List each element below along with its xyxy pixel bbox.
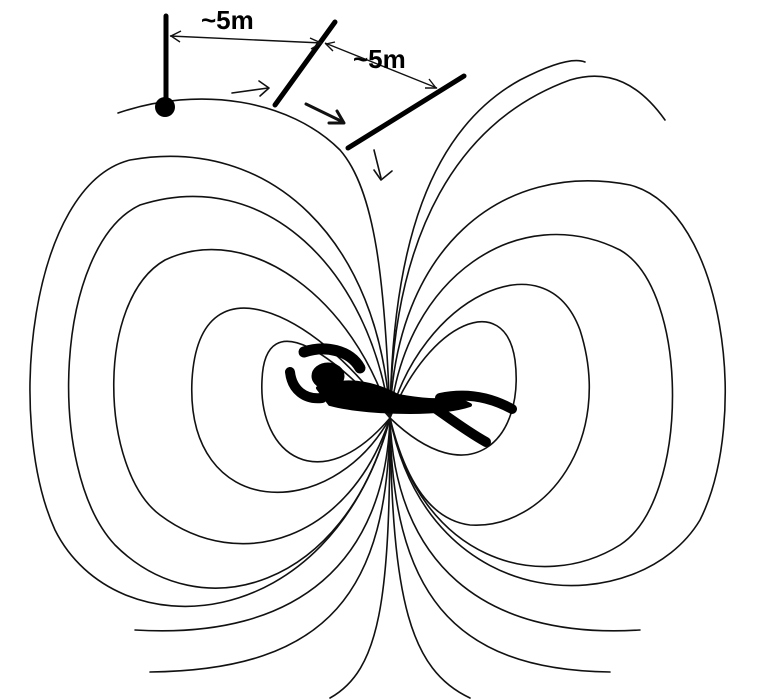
- distance-label-first: ~5m: [201, 5, 254, 35]
- field-line-bottom-right-2: [389, 417, 611, 673]
- field-line-left-3: [113, 248, 391, 545]
- field-line-bottom-left-2: [149, 417, 391, 673]
- arrow-icon: [304, 102, 346, 125]
- field-line-left-4: [67, 195, 391, 589]
- buried-person-icon: [285, 343, 517, 447]
- arrow-icon: [373, 149, 393, 181]
- field-line-right-1: [389, 321, 517, 456]
- field-line-right-5: [389, 75, 666, 419]
- antenna-position-3: [345, 73, 467, 151]
- field-line-right-3: [389, 233, 674, 568]
- distance-dimension-1: [169, 30, 323, 50]
- distance-label-second: ~5m: [353, 44, 406, 74]
- field-line-right-4: [389, 180, 726, 587]
- field-line-bottom-left-3: [329, 417, 391, 699]
- start-point-icon: [155, 97, 175, 117]
- antenna-position-2: [272, 19, 338, 108]
- field-line-left-6: [117, 98, 391, 419]
- field-line-right-6: [389, 59, 586, 419]
- search-path: ~5m ~5m: [155, 5, 467, 181]
- field-line-bottom-right-1: [389, 417, 641, 632]
- field-line-left-2: [191, 307, 391, 493]
- field-line-bottom-left-1: [134, 417, 391, 632]
- arrow-icon: [231, 80, 270, 97]
- distance-dimension-2: [324, 41, 438, 89]
- magnetic-field-lines: [29, 59, 726, 699]
- field-line-left-5: [29, 155, 391, 608]
- field-line-bottom-right-3: [389, 417, 471, 699]
- field-line-right-2: [389, 283, 591, 526]
